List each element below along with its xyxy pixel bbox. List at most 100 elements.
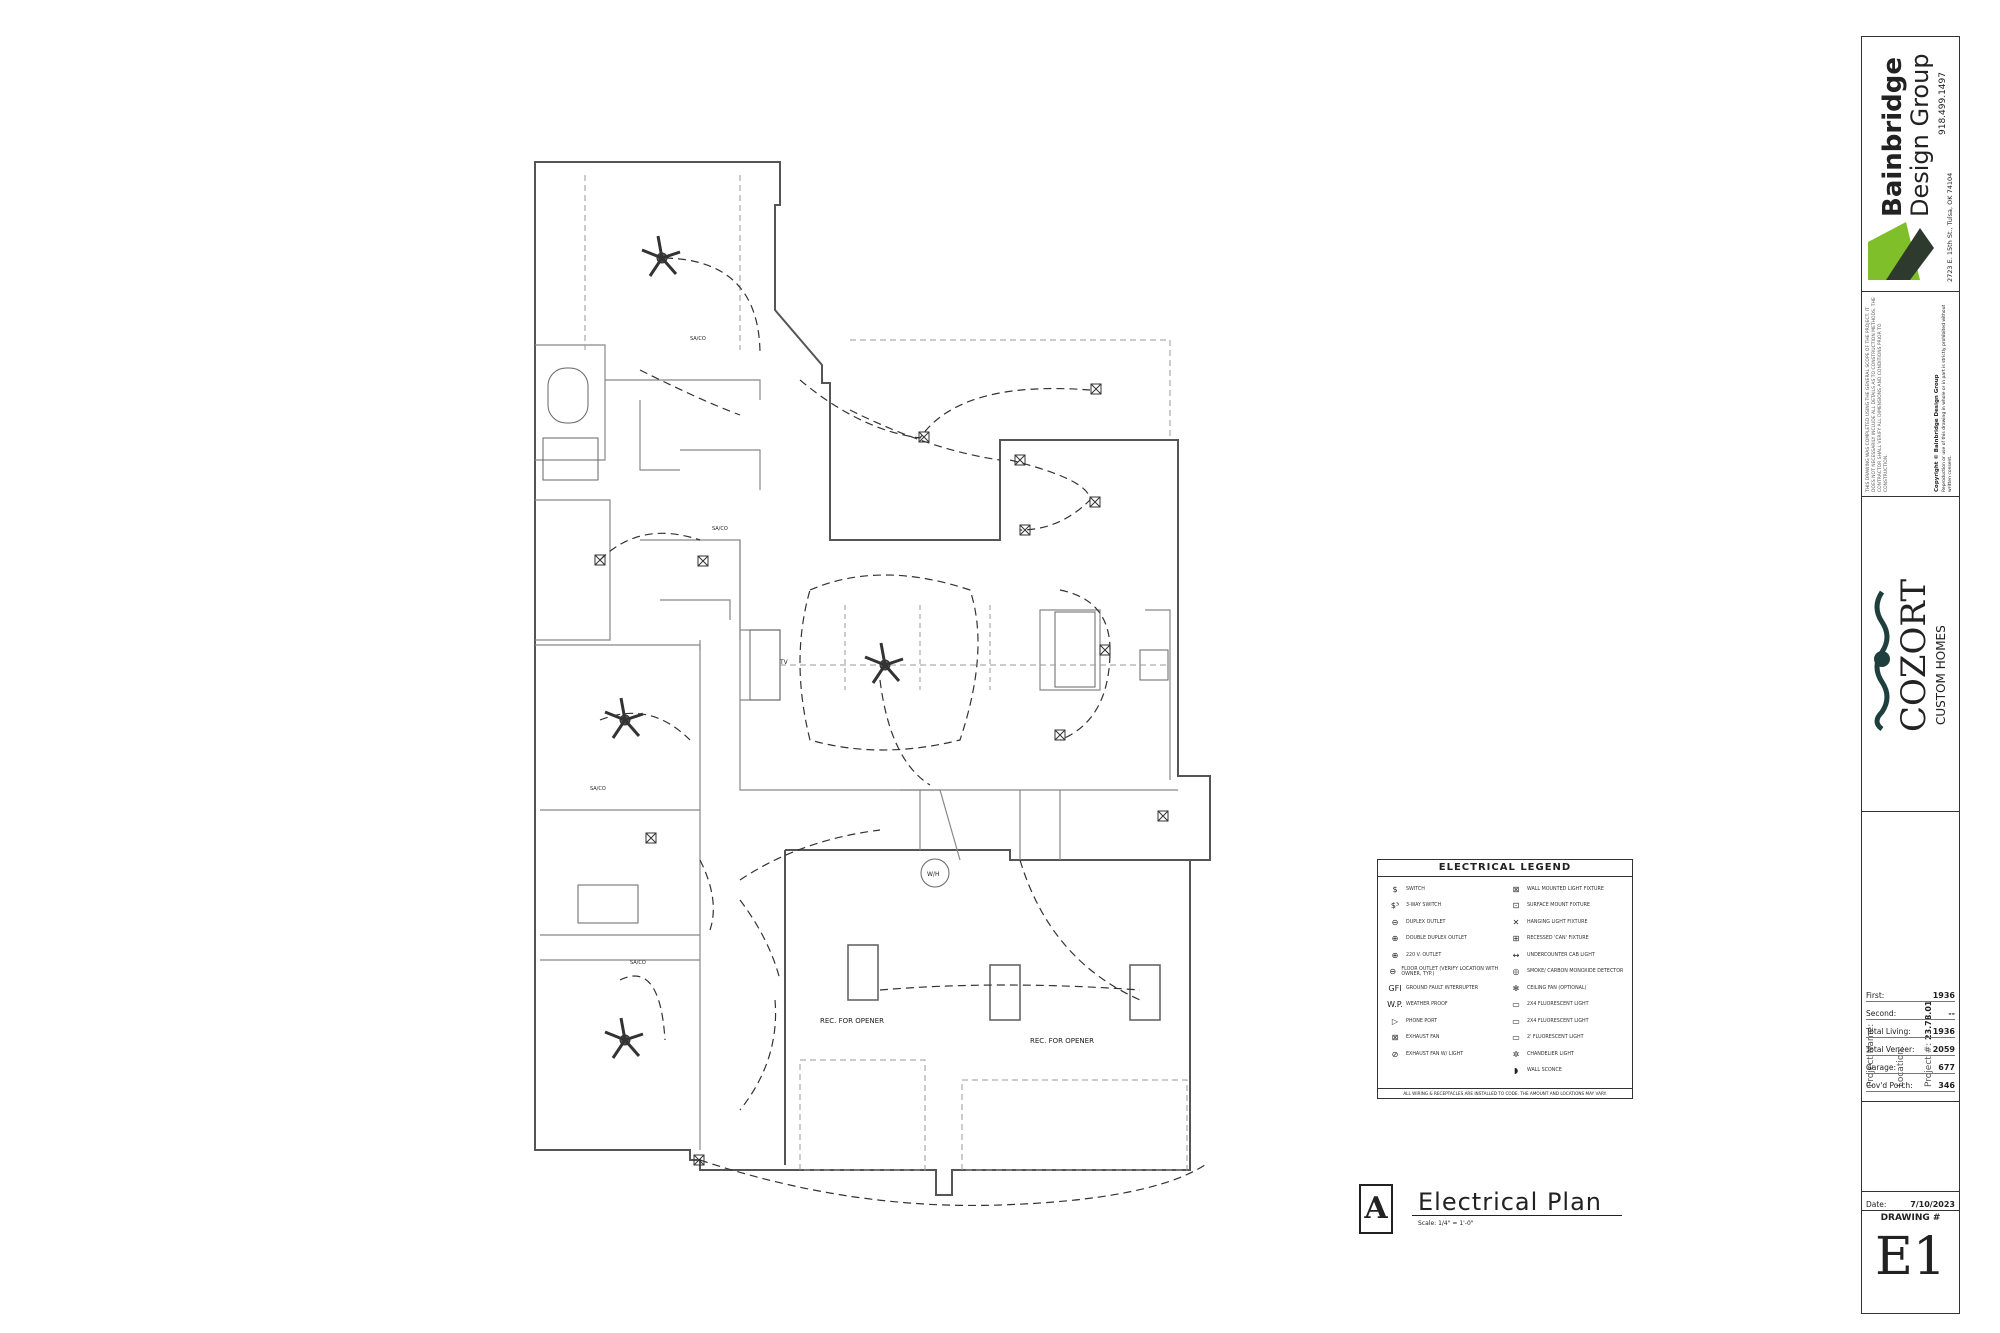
legend-item: ⊠EXHAUST FAN [1384, 1030, 1505, 1047]
legend-note: ALL WIRING & RECEPTACLES ARE INSTALLED T… [1378, 1088, 1632, 1096]
interior-wall [640, 539, 741, 640]
area-row: Total Living:1936 [1866, 1020, 1955, 1038]
wiring [739, 899, 781, 981]
project-section: Project Name: Location: Project #: 23.78… [1862, 812, 1959, 1102]
legend-label: WALL SCONCE [1527, 1068, 1562, 1074]
legend-item: ⊞RECESSED 'CAN' FIXTURE [1505, 931, 1626, 948]
ceiling-fan-master [641, 235, 681, 277]
drawing-number: E1 [1874, 1227, 1947, 1287]
legend-symbol: $ [1392, 884, 1398, 894]
legend-symbol: ▭ [1512, 1016, 1520, 1026]
legend-item: ⊕220 V. OUTLET [1384, 947, 1505, 964]
area-row: First: 1936 [1866, 984, 1955, 1002]
legend-symbol: ⊖ [1389, 967, 1397, 977]
legend-label: 2' FLUORESCENT LIGHT [1527, 1035, 1584, 1041]
wiring [1059, 589, 1111, 741]
copyright-text: Copyright © Bainbridge Design Group [1934, 374, 1940, 492]
legend-label: WEATHER PROOF [1406, 1002, 1448, 1008]
disclaimer-section: THIS DRAWING WAS COMPLETED USING THE GEN… [1862, 292, 1959, 497]
wiring [619, 975, 666, 1041]
legend-symbol: ⊕ [1391, 934, 1399, 944]
tub-kids [577, 884, 639, 924]
title-underline [1412, 1215, 1622, 1216]
interior-wall [639, 400, 680, 471]
smoke-detector-label: SA/CO [630, 960, 646, 966]
skylight [1129, 964, 1161, 1021]
interior-wall [605, 379, 761, 400]
rec-opener-left-label: REC. FOR OPENER [820, 1017, 884, 1025]
light-fixture [918, 431, 930, 443]
date-label: Date: [1866, 1200, 1887, 1209]
legend-symbol: ✕ [1512, 917, 1520, 927]
light-fixture [1090, 383, 1102, 395]
area-label: First: [1866, 991, 1885, 1000]
drawing-scale: Scale: 1/4" = 1'-0" [1418, 1220, 1474, 1227]
legend-symbol: ▭ [1512, 1033, 1520, 1043]
ceiling-fan-bed3 [604, 1017, 644, 1059]
legend-title: ELECTRICAL LEGEND [1378, 860, 1632, 877]
legend-item: $³ 3-WAY SWITCH [1384, 898, 1505, 915]
company-name-line2: Design Group [1906, 53, 1934, 217]
client-section: COZORT CUSTOM HOMES [1862, 497, 1959, 812]
legend-item: ⊡SURFACE MOUNT FIXTURE [1505, 898, 1626, 915]
interior-wall [1145, 609, 1171, 780]
legend-item: ✻CEILING FAN (OPTIONAL) [1505, 980, 1626, 997]
legend-item: ↔UNDERCOUNTER CAB LIGHT [1505, 947, 1626, 964]
legend-label: 2X4 FLUORESCENT LIGHT [1527, 1018, 1589, 1024]
disclaimer-text: THIS DRAWING WAS COMPLETED USING THE GEN… [1866, 297, 1889, 492]
interior-wall [740, 629, 781, 701]
drawing-number-label: DRAWING # [1880, 1213, 1941, 1223]
legend-label: 2X4 FLUORESCENT LIGHT [1527, 1002, 1589, 1008]
date-section: Date: 7/10/2023 [1862, 1191, 1959, 1211]
garage-wall [785, 849, 1190, 861]
legend-symbol: $³ [1390, 901, 1400, 911]
interior-wall [660, 599, 731, 620]
interior-wall [1039, 609, 1101, 691]
drawing-title: Electrical Plan [1418, 1188, 1602, 1216]
area-value: 1936 [1932, 1027, 1955, 1036]
smoke-detector-label: SA/CO [590, 786, 606, 792]
legend-symbol: ◗ [1513, 1066, 1519, 1076]
wiring [849, 409, 1001, 461]
legend-item: ▭ 2X4 FLUORESCENT LIGHT [1505, 1013, 1626, 1030]
legend-label: RECESSED 'CAN' FIXTURE [1527, 936, 1589, 942]
legend-item: ⊕ DOUBLE DUPLEX OUTLET [1384, 931, 1505, 948]
legend-label: CHANDELIER LIGHT [1527, 1051, 1574, 1057]
wiring [739, 999, 777, 1111]
area-value: 1936 [1932, 991, 1955, 1000]
fireplace [749, 629, 781, 701]
legend-label: FLOOR OUTLET (VERIFY LOCATION WITH OWNER… [1401, 966, 1499, 977]
legend-label: DOUBLE DUPLEX OUTLET [1406, 936, 1467, 942]
wiring [639, 369, 741, 416]
tub [547, 367, 589, 424]
drawing-mark-letter: A [1364, 1191, 1388, 1226]
area-row: Garage:677 [1866, 1056, 1955, 1074]
area-label: Second: [1866, 1009, 1897, 1018]
rec-opener-right-label: REC. FOR OPENER [1030, 1037, 1094, 1045]
light-fixture [1089, 496, 1101, 508]
legend-symbol: ✻ [1512, 983, 1520, 993]
legend-symbol: ▭ [1512, 1000, 1520, 1010]
legend-item: ⊘EXHAUST FAN W/ LIGHT [1384, 1046, 1505, 1063]
legend-symbol: ⊕ [1391, 950, 1399, 960]
company-logo-icon [1868, 222, 1934, 280]
electrical-floor-plan: REC. FOR OPENER REC. FOR OPENER SA/CO SA… [534, 161, 1211, 1207]
wiring [699, 859, 714, 931]
smoke-detector-label: SA/CO [712, 526, 728, 532]
wiring [599, 532, 701, 561]
light-fixture [1157, 810, 1169, 822]
legend-item: ◎SMOKE/ CARBON MONOXIDE DETECTOR [1505, 964, 1626, 981]
area-row: Total Veneer:2059 [1866, 1038, 1955, 1056]
area-value: 677 [1938, 1063, 1955, 1072]
exterior-wall [534, 161, 1211, 1196]
legend-label: SURFACE MOUNT FIXTURE [1527, 903, 1590, 909]
interior-wall [535, 344, 606, 461]
legend-item: ▭ 2X4 FLUORESCENT LIGHT [1505, 997, 1626, 1014]
company-address: 2723 E. 15th St., Tulsa, OK 74104 [1946, 172, 1954, 282]
light-fixture [1014, 454, 1026, 466]
legend-label: 3-WAY SWITCH [1406, 903, 1442, 909]
legend-label: EXHAUST FAN [1406, 1035, 1440, 1041]
shower [542, 437, 599, 481]
legend-item: ✕HANGING LIGHT FIXTURE [1505, 914, 1626, 931]
